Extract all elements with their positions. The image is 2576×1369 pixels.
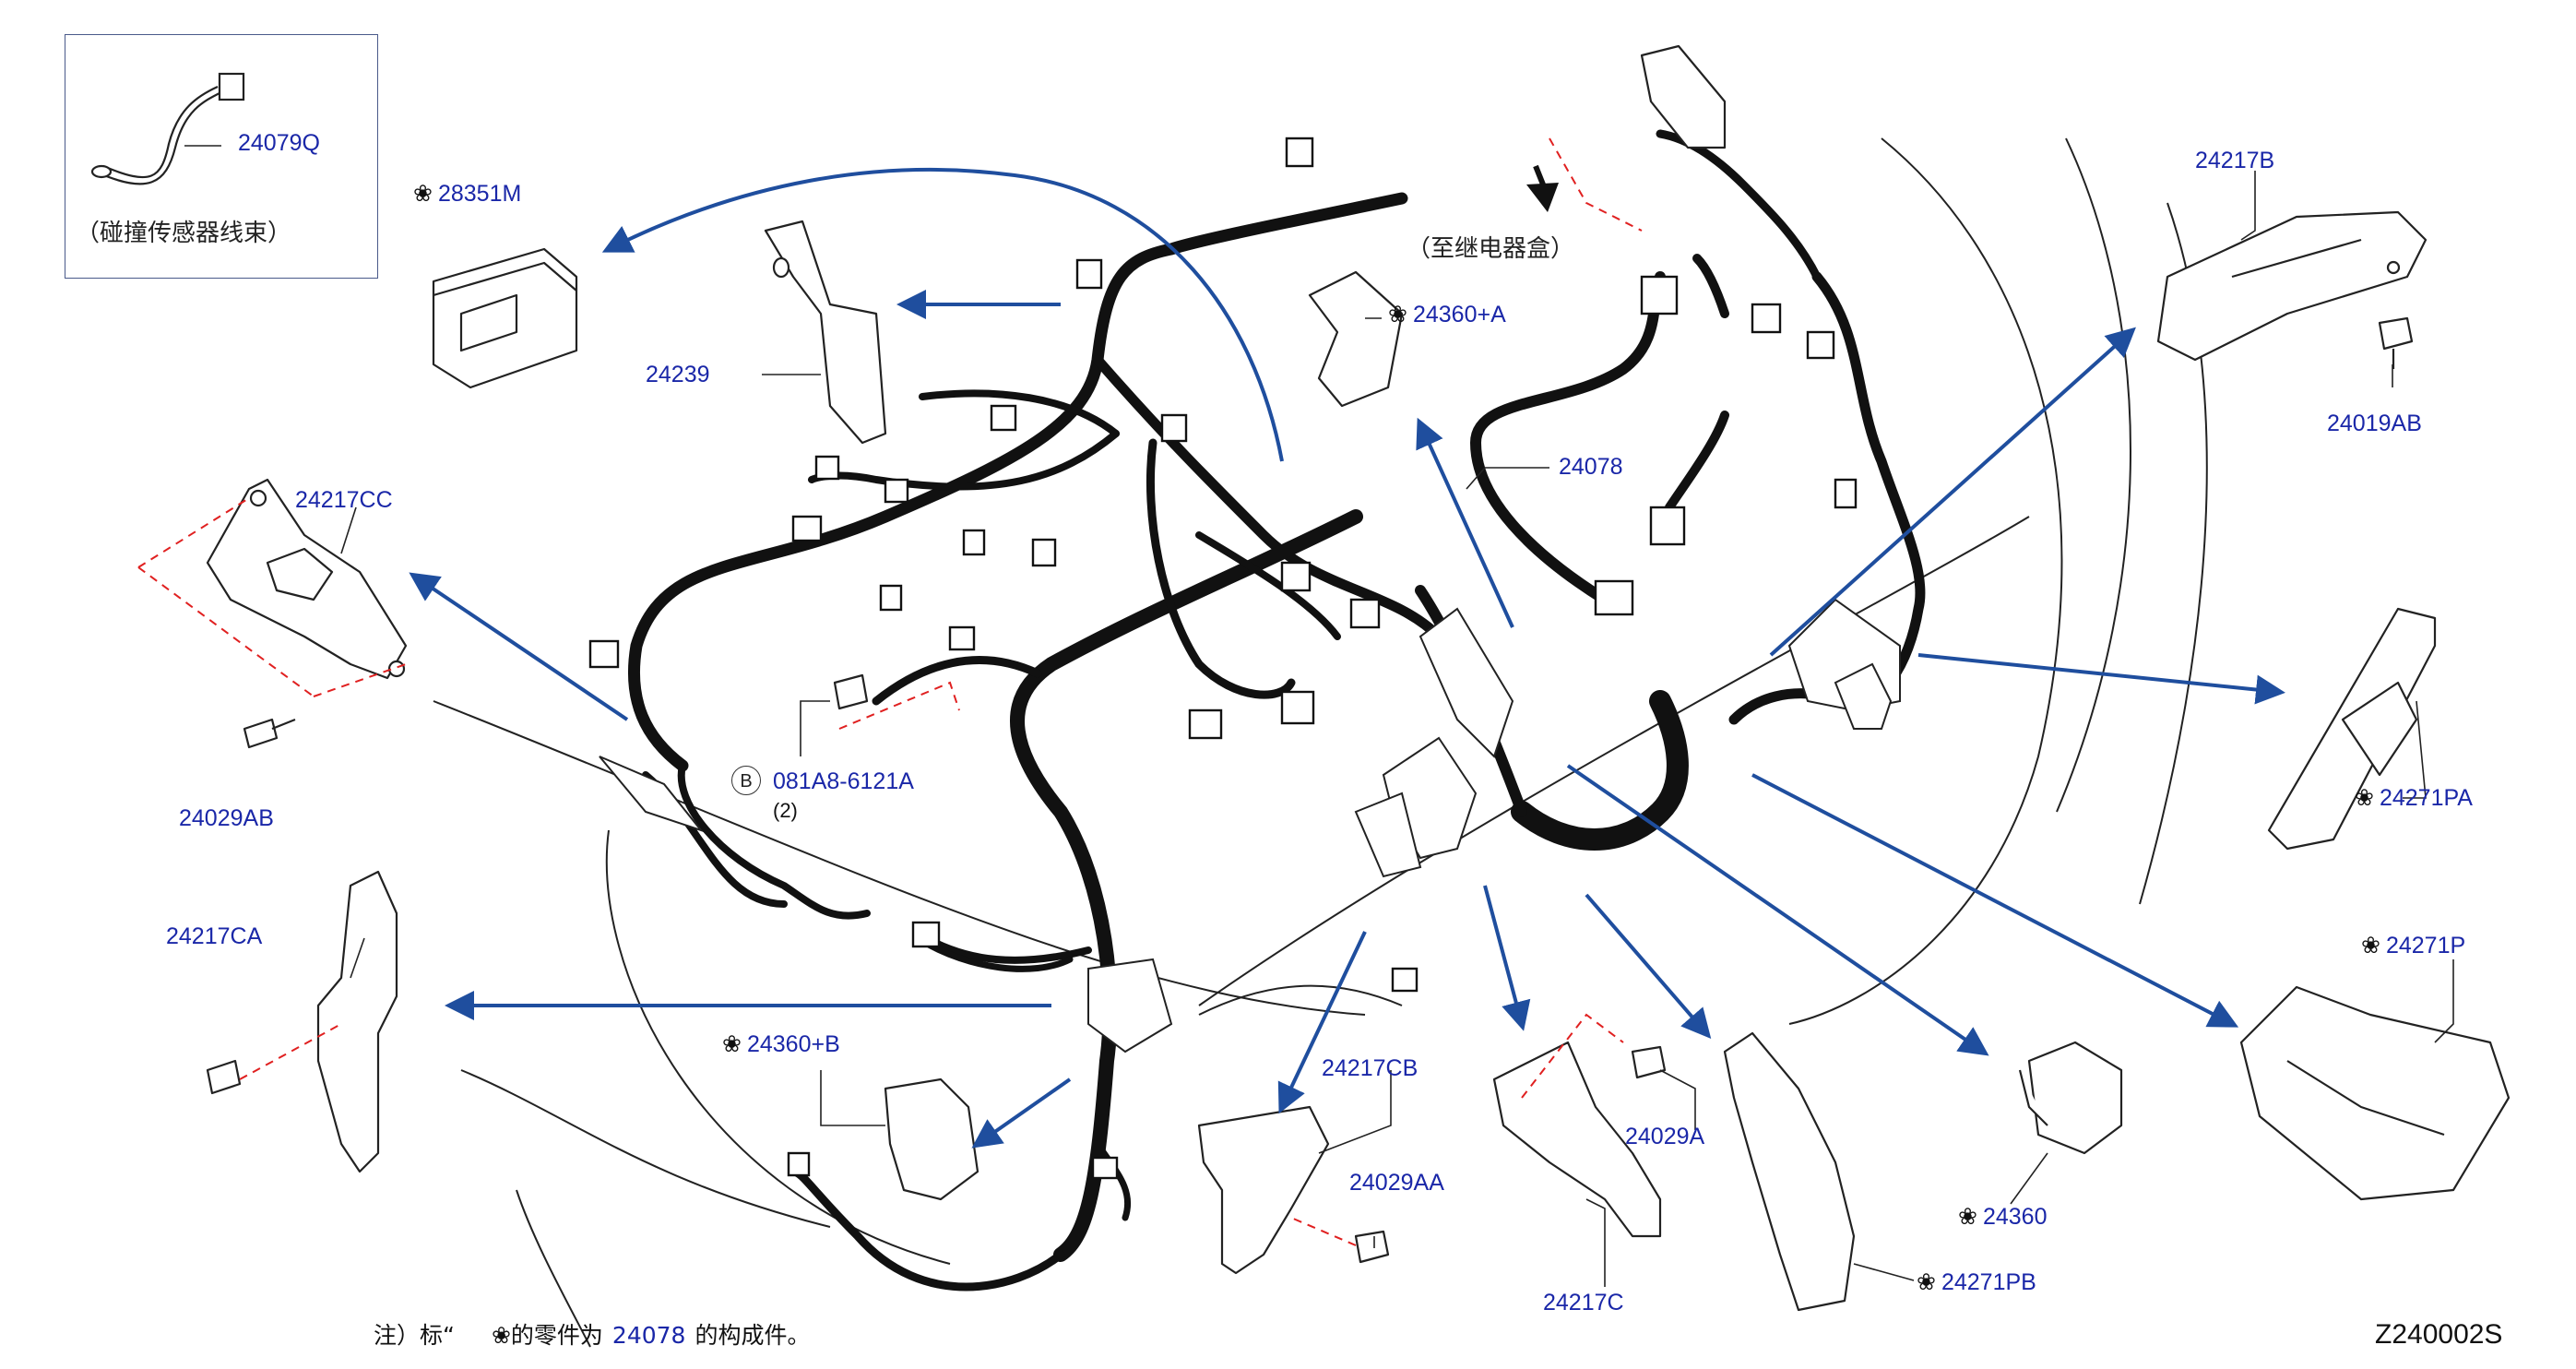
component-mark-icon: ❀	[413, 181, 433, 207]
inset-crash-sensor-harness-box	[65, 34, 378, 279]
component-mark-icon: ❀	[2355, 785, 2374, 811]
component-mark-icon: ❀	[722, 1031, 742, 1057]
relay-box-pointer	[1526, 164, 1559, 212]
connectors	[588, 137, 1858, 1180]
label-24271pb: ❀24271PB	[1917, 1271, 2036, 1294]
diagram-code: Z240002S	[2375, 1319, 2503, 1350]
component-mark-icon: ❀	[491, 1322, 511, 1349]
label-24271p: ❀24271P	[2361, 934, 2465, 958]
footnote-suffix: 的构成件。	[694, 1322, 811, 1349]
component-mark-icon: ❀	[1388, 302, 1407, 327]
label-24239: 24239	[646, 362, 710, 387]
label-leaders	[184, 145, 2454, 1287]
label-24217ca: 24217CA	[166, 923, 263, 949]
component-mark-icon: ❀	[2361, 933, 2380, 958]
label-24360: ❀24360	[1958, 1206, 2047, 1229]
inset-caption: （碰撞传感器线束）	[76, 220, 292, 247]
footnote: 注）标“ ❀的零件为 24078 的构成件。	[374, 1317, 810, 1351]
part-illustrations	[206, 44, 2511, 1312]
red-leaders	[137, 137, 1643, 1246]
label-text: 24360	[1982, 1204, 2048, 1230]
blue-arrows	[409, 167, 2285, 1149]
footnote-prefix: 注）标“	[374, 1322, 455, 1349]
label-081a8-qty: (2)	[773, 799, 798, 822]
label-24078: 24078	[1559, 454, 1623, 480]
body-outline	[433, 137, 2208, 1348]
label-081a8-6121a: 081A8-6121A	[773, 768, 914, 794]
callout-b-circle: B	[731, 766, 761, 795]
label-text: 24360+A	[1412, 302, 1506, 327]
footnote-middle: 的零件为	[510, 1322, 603, 1349]
label-text: 24271PB	[1941, 1269, 2036, 1295]
label-24029aa: 24029AA	[1349, 1170, 1444, 1196]
label-24079q: 24079Q	[238, 130, 320, 156]
label-24217cb: 24217CB	[1322, 1055, 1419, 1081]
harness-brackets	[599, 598, 1901, 1054]
label-text: 28351M	[437, 181, 522, 207]
label-24217c: 24217C	[1543, 1290, 1624, 1315]
label-text: 24271P	[2385, 933, 2466, 958]
label-text: 24271PA	[2379, 785, 2473, 811]
label-24271pa: ❀24271PA	[2355, 787, 2473, 810]
label-24217cc: 24217CC	[295, 487, 393, 513]
inset-crash-sensor-harness	[90, 72, 245, 185]
label-24360b: ❀24360+B	[722, 1033, 840, 1056]
label-24360a: ❀24360+A	[1388, 304, 1506, 327]
label-24217b: 24217B	[2195, 148, 2275, 173]
relay-box-caption: （至继电器盒）	[1407, 235, 1575, 263]
label-24019ab: 24019AB	[2327, 411, 2422, 436]
label-24029a: 24029A	[1625, 1124, 1705, 1149]
component-mark-icon: ❀	[1958, 1204, 1977, 1230]
component-mark-icon: ❀	[1917, 1269, 1936, 1295]
footnote-part: 24078	[611, 1322, 686, 1349]
label-28351m: ❀28351M	[413, 183, 521, 206]
label-24029ab: 24029AB	[179, 805, 274, 831]
label-text: 24360+B	[746, 1031, 840, 1057]
